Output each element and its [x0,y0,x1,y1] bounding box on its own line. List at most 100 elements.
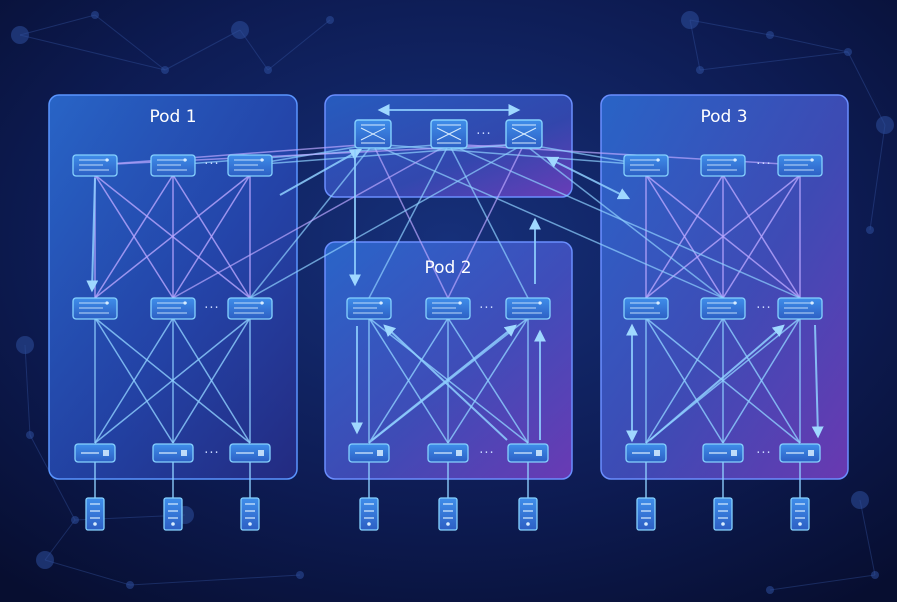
pod-3-leaf-tor-link [645,317,724,444]
pod-2-leaf-switch-3 [505,297,551,320]
pod-1-leaf-ellipsis: ··· [204,301,219,316]
pod-3-server-2 [713,497,733,531]
bg-edge [769,574,876,591]
pod-2-tor-ellipsis: ··· [479,446,494,461]
background-network-decoration [11,11,894,594]
tor-led [103,450,109,456]
bg-node [91,11,99,19]
pod-3-server-1 [636,497,656,531]
pod-2-leaf-switch-1 [346,297,392,320]
spine-cross-line [436,127,462,141]
bg-node [126,581,134,589]
server-led [93,522,97,526]
bg-node [871,571,879,579]
switch-led [105,158,109,162]
bg-node [866,226,874,234]
switch-led [105,301,109,305]
spine-to-pod-link [447,143,525,299]
spine-cross-line [511,127,537,141]
bg-node [264,66,272,74]
bg-node [681,11,699,29]
switch-led [733,301,737,305]
server-led [367,522,371,526]
pod-3-downlink-arrow [811,324,824,439]
switch-led [538,301,542,305]
pod-2-tor-switch-3 [507,443,549,463]
pod-1-tor-ellipsis: ··· [204,446,219,461]
spine-to-pod-link [372,143,449,299]
bg-node [36,551,54,569]
spine-switch-2 [430,119,468,149]
switch-led [733,158,737,162]
server-tower-icon [85,497,105,531]
pod-1-agg-switch-3 [227,154,273,177]
server-tower-icon [163,497,183,531]
spine-ellipsis: ··· [476,127,491,142]
spine-switch-3 [505,119,543,149]
server-led [446,522,450,526]
bg-edge [267,19,331,71]
pod-3-leaf-ellipsis: ··· [756,301,771,316]
tor-led [377,450,383,456]
tor-led [456,450,462,456]
bg-node [231,21,249,39]
bg-edge [164,29,241,71]
pod-3-leaf-switch-2 [700,297,746,320]
server-led [798,522,802,526]
pod-1-label: Pod 1 [149,107,196,127]
tor-led [731,450,737,456]
switch-led [260,301,264,305]
pod-1-agg-leaf-link [94,174,174,299]
bg-edge [869,124,886,231]
bg-node [766,586,774,594]
bg-edge [19,14,96,36]
pod-3-leaf-switch-1 [623,297,669,320]
pod-2-cross-arrow [371,324,517,441]
bg-node [326,16,334,24]
pod-3-agg-switch-3 [777,154,823,177]
pod-2-leaf-switch-2 [425,297,471,320]
pod-3-tor-switch-2 [702,443,744,463]
spine-to-pod-link [172,143,450,299]
pod-3-cross-arrow [649,324,785,441]
pod-3-agg-switch-2 [700,154,746,177]
spine-to-pod-link [249,143,525,166]
bg-edge [859,499,876,576]
bg-node [11,26,29,44]
bg-edge [44,559,131,586]
pod-1-agg-leaf-link [172,174,251,299]
pod-3-leaf-tor-link [722,317,801,444]
server-led [248,522,252,526]
pod-1-agg-leaf-link [94,174,251,299]
server-led [171,522,175,526]
pod-1-agg-switch-2 [150,154,196,177]
server-led [526,522,530,526]
pod-3-tor-switch-3 [779,443,821,463]
pod-3-server-3 [790,497,810,531]
bg-node [876,116,894,134]
pod-3-container [600,94,849,480]
pod-2-tor-switch-1 [348,443,390,463]
server-tower-icon [518,497,538,531]
pod-2-tor-switch-2 [427,443,469,463]
pod-2-leaf-ellipsis: ··· [479,301,494,316]
pod-1-leaf-switch-3 [227,297,273,320]
bg-node [296,571,304,579]
spine-pod-3-bidir-arrow [545,156,631,200]
spine-to-pod-link [249,143,525,299]
bg-edge [24,344,31,436]
bg-node [71,516,79,524]
switch-led [656,301,660,305]
pod-3-agg-ellipsis: ··· [756,157,771,172]
pod-2-label: Pod 2 [424,258,471,278]
pod-1-agg-ellipsis: ··· [204,157,219,172]
bg-node [161,66,169,74]
switch-led [458,301,462,305]
pod-2-leaf-tor-link [447,317,529,444]
tor-led [181,450,187,456]
nodes-layer [72,119,823,531]
pod-2-leaf-tor-link [368,317,449,444]
pod-1-server-3 [240,497,260,531]
